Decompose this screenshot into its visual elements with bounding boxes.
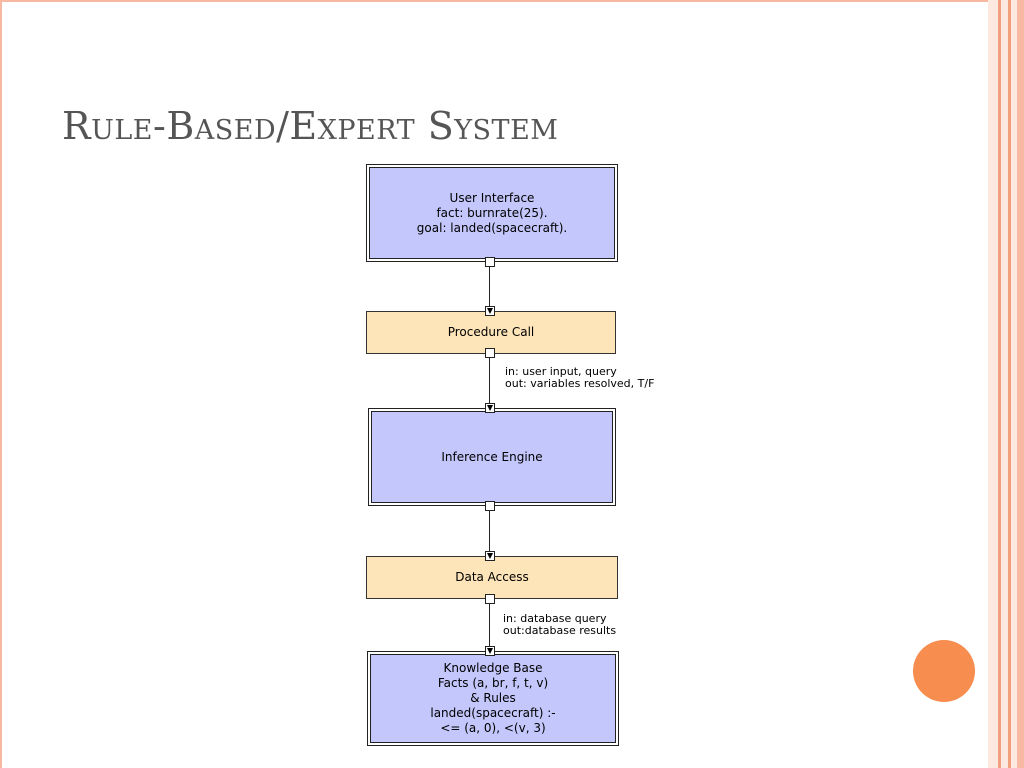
arrowhead-knowledge-base — [485, 646, 495, 656]
slide-left-border — [0, 0, 2, 768]
slide-top-border — [0, 0, 988, 2]
edge-data-to-knowledge — [489, 604, 490, 647]
node-knowledge-base: Knowledge Base Facts (a, br, f, t, v) & … — [367, 651, 619, 746]
node-label-line: <= (a, 0), <(v, 3) — [440, 721, 546, 735]
source-port-procedure-call — [485, 348, 495, 358]
node-label-line: User Interface — [449, 190, 535, 205]
edge-inference-to-data — [489, 511, 490, 552]
edge-label-data-knowledge: in: database query out:database results — [503, 613, 616, 637]
node-label-line: goal: landed(spacecraft). — [416, 220, 568, 235]
source-port-inference-engine — [485, 501, 495, 511]
edge-ui-to-procedure — [489, 267, 490, 307]
node-label-line: Data Access — [455, 570, 529, 584]
arrowhead-procedure-call — [485, 306, 495, 316]
node-label-line: Inference Engine — [441, 449, 543, 464]
edge-label-line: in: user input, query — [505, 365, 617, 378]
slide-title: Rule-Based/Expert System — [62, 104, 559, 148]
edge-procedure-to-inference — [489, 358, 490, 404]
node-inference-engine: Inference Engine — [368, 408, 616, 506]
node-label-line: Procedure Call — [447, 325, 535, 339]
node-data-access: Data Access — [366, 556, 618, 599]
node-procedure-call: Procedure Call — [366, 311, 616, 354]
edge-label-line: out:database results — [503, 624, 617, 637]
node-label-line: landed(spacecraft) :- — [430, 706, 556, 720]
edge-label-line: out: variables resolved, T/F — [505, 377, 655, 390]
arrowhead-inference-engine — [485, 403, 495, 413]
node-label-line: fact: burnrate(25). — [436, 205, 548, 220]
orange-circle-decoration — [913, 640, 975, 702]
node-label-line: Facts (a, br, f, t, v) — [437, 676, 549, 690]
node-label-line: & Rules — [470, 691, 516, 705]
source-port-user-interface — [485, 257, 495, 267]
node-label-line: Knowledge Base — [443, 661, 543, 675]
node-user-interface: User Interface fact: burnrate(25). goal:… — [366, 164, 618, 262]
source-port-data-access — [485, 594, 495, 604]
arrowhead-data-access — [485, 551, 495, 561]
edge-label-line: in: database query — [503, 612, 607, 625]
slide-right-stripes — [988, 0, 1024, 768]
edge-label-procedure-inference: in: user input, query out: variables res… — [505, 366, 654, 390]
